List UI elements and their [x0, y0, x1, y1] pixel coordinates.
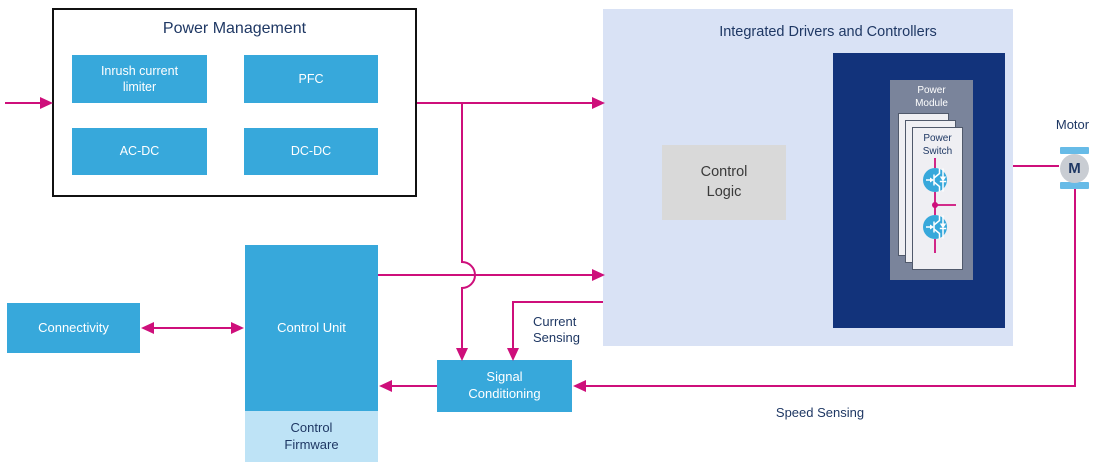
block-control-unit: Control Unit	[245, 245, 378, 411]
block-label: DC-DC	[290, 144, 332, 159]
motor-label: Motor	[1055, 117, 1090, 132]
motor-mount-top	[1060, 147, 1089, 154]
block-label: Control Logic	[700, 163, 748, 200]
power-management-title: Power Management	[162, 20, 307, 37]
arrowhead-left	[141, 322, 154, 334]
power-module-label: Power Module	[915, 85, 948, 109]
block-ac-dc: AC-DC	[72, 128, 207, 175]
motor-symbol: M	[1068, 160, 1081, 177]
current-sensing-label: Current Sensing	[533, 314, 580, 346]
block-label: Connectivity	[38, 319, 109, 335]
transistor-icon	[923, 214, 947, 240]
block-dc-dc: DC-DC	[244, 128, 378, 175]
midpoint-node	[932, 202, 938, 208]
power-switch-card: Power Switch	[912, 127, 963, 270]
arrowhead-left	[573, 380, 586, 392]
power-switch-label: Power Switch	[922, 133, 953, 157]
block-pfc: PFC	[244, 55, 378, 103]
block-signal-conditioning: Signal Conditioning	[437, 360, 572, 412]
arrowhead-left	[379, 380, 392, 392]
block-label: Signal Conditioning	[468, 369, 541, 401]
arrowhead-right	[231, 322, 244, 334]
block-control-logic: Control Logic	[662, 145, 786, 220]
half-bridge-transistors-icon	[923, 158, 956, 253]
block-connectivity: Connectivity	[7, 303, 140, 353]
block-inrush-current-limiter: Inrush current limiter	[72, 55, 207, 103]
block-label: PFC	[298, 71, 324, 86]
motor-icon: M	[1060, 154, 1089, 183]
block-label: Inrush current limiter	[100, 63, 179, 94]
block-label: AC-DC	[119, 144, 160, 159]
block-label: Control Unit	[277, 319, 346, 335]
block-label: Control Firmware	[284, 419, 339, 452]
arrow-power-branch-to-signal-conditioning	[461, 103, 476, 348]
motor-mount-bottom	[1060, 182, 1089, 189]
transistor-icon	[923, 167, 947, 193]
speed-sensing-label: Speed Sensing	[775, 405, 865, 420]
block-control-firmware: Control Firmware	[245, 411, 378, 462]
integrated-drivers-title: Integrated Drivers and Controllers	[719, 24, 937, 40]
